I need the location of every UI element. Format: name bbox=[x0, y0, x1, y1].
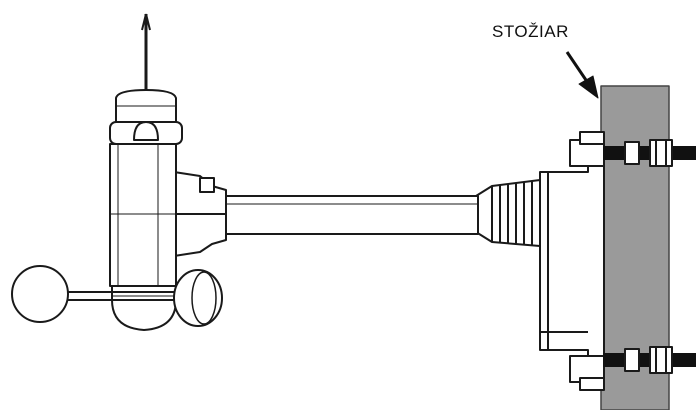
sensor-body bbox=[109, 143, 177, 287]
cup-left bbox=[11, 265, 69, 323]
boom-collar bbox=[475, 179, 541, 247]
upper-bolt bbox=[603, 139, 696, 167]
boom-arm bbox=[225, 195, 479, 235]
sensor-head bbox=[109, 89, 183, 145]
arrow-icon bbox=[565, 51, 599, 99]
mast-label: STOŽIAR bbox=[492, 22, 569, 41]
antenna bbox=[141, 13, 151, 92]
mounting-bracket bbox=[539, 131, 605, 391]
lower-bolt bbox=[603, 346, 696, 374]
arm-joint bbox=[173, 171, 227, 257]
anemometer-cups bbox=[11, 265, 223, 327]
